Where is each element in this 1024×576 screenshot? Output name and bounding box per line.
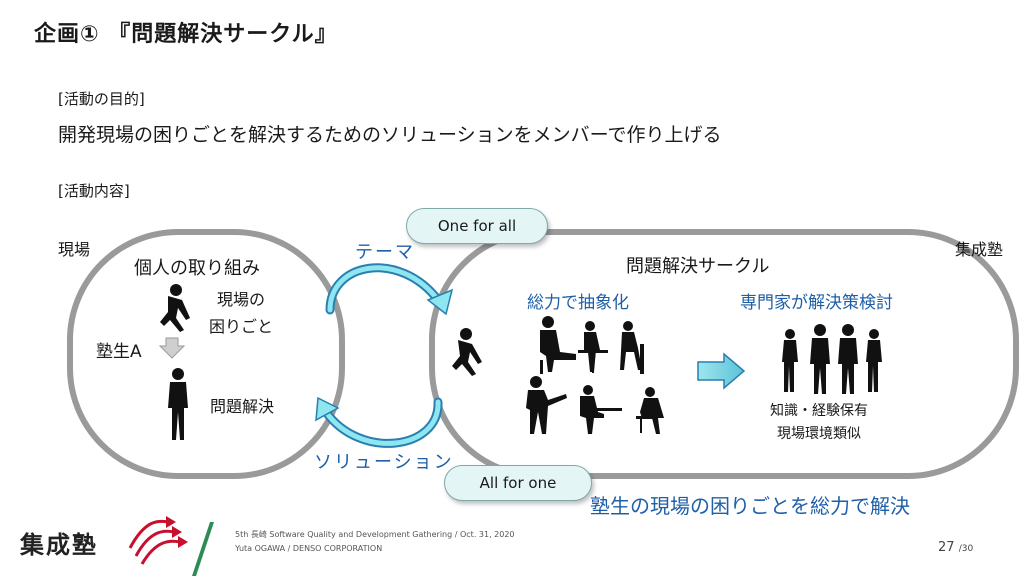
left-section-title: 個人の取り組み xyxy=(134,254,260,280)
page-number: 27 /30 xyxy=(938,540,973,555)
right-location-label: 集成塾 xyxy=(955,236,1003,260)
solution-label: ソリューション xyxy=(314,448,454,474)
one-for-all-pill: One for all xyxy=(406,208,548,244)
right-section-title: 問題解決サークル xyxy=(626,252,769,278)
theme-arrow xyxy=(330,268,452,314)
problem-line2: 困りごと xyxy=(206,313,276,340)
footer-event: 5th 長崎 Software Quality and Development … xyxy=(235,529,515,540)
note-line1: 知識・経験保有 xyxy=(760,400,878,423)
member-label: 塾生A xyxy=(96,337,142,362)
solved-label: 問題解決 xyxy=(210,393,274,417)
page-current: 27 xyxy=(938,540,955,555)
footer-slash xyxy=(192,522,214,576)
theme-label: テーマ xyxy=(355,238,415,264)
content-heading: [活動内容] xyxy=(58,180,130,201)
purpose-text: 開発現場の困りごとを解決するためのソリューションをメンバーで作り上げる xyxy=(58,120,721,147)
footer-author: Yuta OGAWA / DENSO CORPORATION xyxy=(235,544,382,553)
step2-label: 専門家が解決策検討 xyxy=(740,288,893,313)
step1-label: 総力で抽象化 xyxy=(527,288,629,313)
logo-text: 集成塾 xyxy=(20,525,98,560)
conclusion-text: 塾生の現場の困りごとを総力で解決 xyxy=(590,490,910,519)
left-location-label: 現場 xyxy=(58,236,90,260)
note-line2: 現場環境類似 xyxy=(760,423,878,446)
problem-line1: 現場の xyxy=(206,286,276,313)
expert-note: 知識・経験保有 現場環境類似 xyxy=(760,400,878,446)
page-title: 企画① 『問題解決サークル』 xyxy=(34,16,338,48)
all-for-one-pill: All for one xyxy=(444,465,592,501)
logo-swoosh-icon xyxy=(130,516,188,564)
left-problem-text: 現場の 困りごと xyxy=(206,286,276,340)
purpose-heading: [活動の目的] xyxy=(58,88,145,109)
page-total: /30 xyxy=(959,544,973,554)
